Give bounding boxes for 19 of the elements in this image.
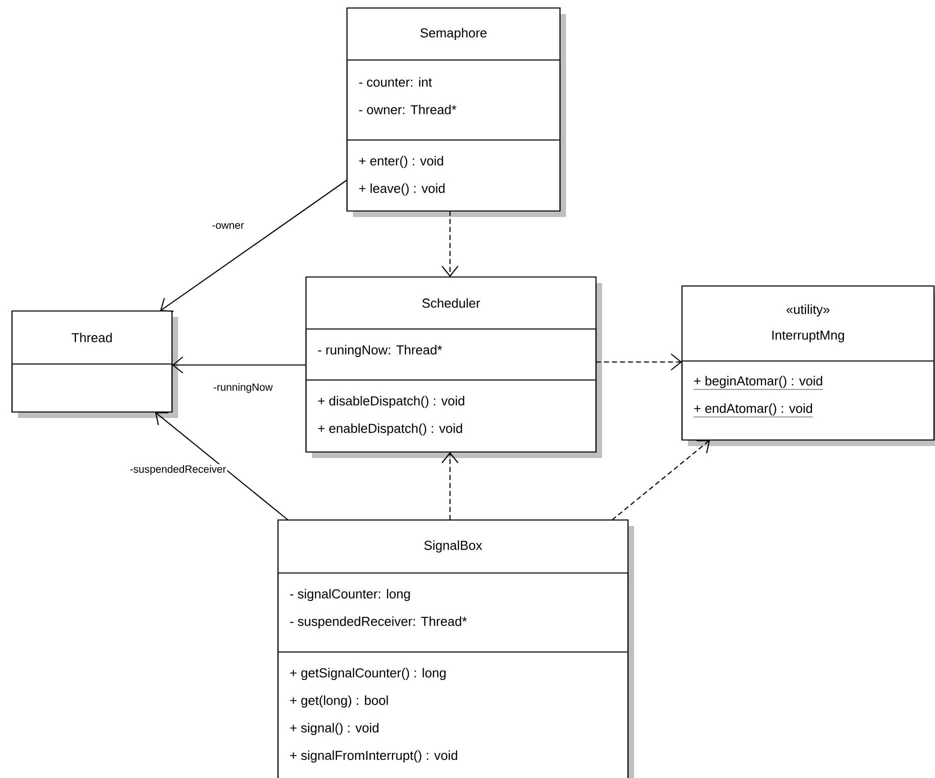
member-compartment: + enter() : void + leave() : void xyxy=(346,139,561,212)
class-box: Thread xyxy=(11,310,178,418)
arrow xyxy=(612,440,710,520)
member-compartment: + getSignalCounter() : long + get(long) : bool + signal() : void + signalFromInterrupt() : void xyxy=(277,651,629,778)
member-compartment: - counter: int - owner: Thread* xyxy=(346,59,561,141)
empty-compartment xyxy=(11,363,173,413)
arrow xyxy=(160,180,348,312)
member-compartment: - signalCounter: long - suspendedReceiver: Thread* xyxy=(277,572,629,653)
edge-label: -suspendedReceiver xyxy=(128,464,228,476)
arrow xyxy=(442,452,458,520)
arrow xyxy=(155,412,288,520)
member-compartment: + disableDispatch() : void + enableDispatch() : void xyxy=(305,379,597,453)
arrow xyxy=(442,211,458,277)
member-compartment: - runingNow: Thread* xyxy=(305,328,597,381)
edge-label: -runningNow xyxy=(212,382,274,394)
member-compartment: + beginAtomar() : void + endAtomar() : void xyxy=(681,360,935,441)
arrow xyxy=(172,356,306,374)
arrow xyxy=(596,354,682,370)
edge-label: -owner xyxy=(210,222,246,230)
